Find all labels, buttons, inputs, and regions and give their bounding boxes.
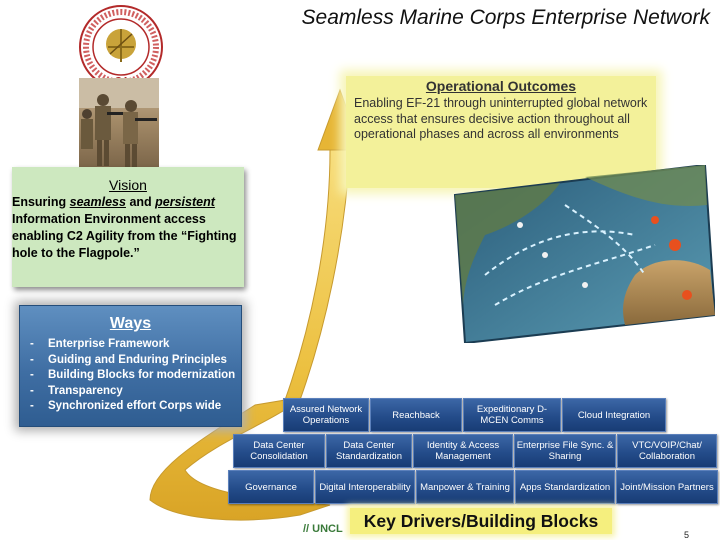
block-enterprise-file-sync: Enterprise File Sync. & Sharing <box>514 434 616 468</box>
block-assured-network-operations: Assured Network Operations <box>283 398 369 432</box>
soldiers-illustration <box>79 78 159 168</box>
ways-item: -Guiding and Enduring Principles <box>30 353 227 366</box>
ways-item: -Synchronized effort Corps wide <box>30 400 222 412</box>
block-cloud-integration: Cloud Integration <box>562 398 666 432</box>
vision-text-rest: Information Environment access enabling … <box>12 212 237 260</box>
vision-statement: Ensuring seamless and persistent Informa… <box>12 194 244 262</box>
page-title: Seamless Marine Corps Enterprise Network <box>301 6 710 29</box>
ways-item: -Enterprise Framework <box>30 338 170 350</box>
block-digital-interoperability: Digital Interoperability <box>315 470 415 504</box>
classification-marking: // UNCL <box>303 523 343 535</box>
block-reachback: Reachback <box>370 398 462 432</box>
ways-heading: Ways <box>109 315 152 332</box>
block-governance: Governance <box>228 470 314 504</box>
vision-persistent: persistent <box>155 195 215 209</box>
block-data-center-standardization: Data Center Standardization <box>326 434 412 468</box>
page-number: 5 <box>684 530 690 540</box>
vision-heading: Vision <box>109 177 147 193</box>
block-data-center-consolidation: Data Center Consolidation <box>233 434 325 468</box>
block-identity-access-management: Identity & Access Management <box>413 434 513 468</box>
ways-item: -Transparency <box>30 384 123 397</box>
block-apps-standardization: Apps Standardization <box>515 470 615 504</box>
vision-box: Vision Ensuring seamless and persistent … <box>12 167 244 287</box>
ways-item: -Building Blocks for modernization <box>30 369 236 381</box>
block-manpower-training: Manpower & Training <box>416 470 514 504</box>
outcomes-heading: Operational Outcomes <box>425 78 577 94</box>
ways-box: Ways -Enterprise Framework -Guiding and … <box>19 305 242 427</box>
ways-list: -Enterprise Framework -Guiding and Endur… <box>30 337 235 415</box>
vision-and: and <box>125 195 156 209</box>
key-drivers-label: Key Drivers/Building Blocks <box>350 508 612 534</box>
vision-seamless: seamless <box>69 195 126 209</box>
block-vtc-voip-chat: VTC/VOIP/Chat/ Collaboration <box>617 434 717 468</box>
vision-text-start: Ensuring <box>12 195 70 209</box>
operational-outcomes-box: Operational Outcomes Enabling EF-21 thro… <box>346 76 656 188</box>
block-joint-mission-partners: Joint/Mission Partners <box>616 470 718 504</box>
operational-map <box>453 165 715 343</box>
usmc-c4-seal: C4 <box>79 5 163 89</box>
outcomes-text: Enabling EF-21 through uninterrupted glo… <box>354 96 648 141</box>
soldiers-photo <box>79 78 159 170</box>
block-expeditionary-comms: Expeditionary D-MCEN Comms <box>463 398 561 432</box>
